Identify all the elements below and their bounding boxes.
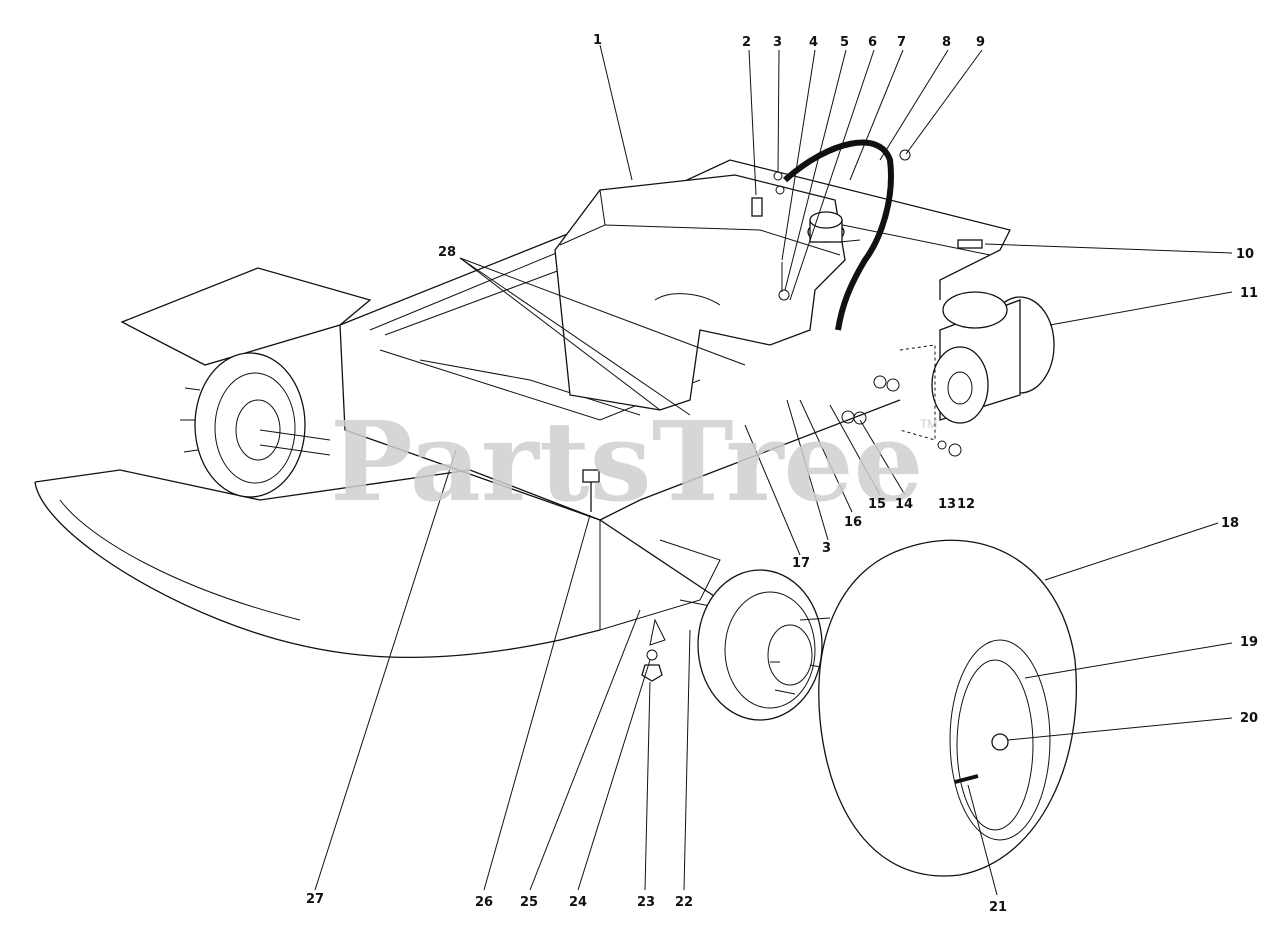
callout-18: 18 (1221, 516, 1239, 531)
leader-lines (314, 44, 1233, 896)
callout-14: 14 (895, 497, 913, 512)
callout-21: 21 (989, 900, 1007, 915)
callout-27: 27 (306, 892, 324, 907)
callout-28: 28 (438, 245, 456, 260)
watermark-text: PartsTree (330, 397, 924, 526)
callout-25: 25 (520, 895, 538, 910)
callout-26: 26 (475, 895, 493, 910)
watermark-trademark: TM (920, 417, 937, 431)
callout-6: 6 (868, 35, 877, 50)
callout-17: 17 (792, 556, 810, 571)
callout-11: 11 (1240, 286, 1258, 301)
callout-5: 5 (840, 35, 849, 50)
callout-8: 8 (942, 35, 951, 50)
callout-1: 1 (593, 33, 602, 48)
callout-20: 20 (1240, 711, 1258, 726)
callout-23: 23 (637, 895, 655, 910)
callout-9: 9 (976, 35, 985, 50)
callout-24: 24 (569, 895, 587, 910)
callout-16: 16 (844, 515, 862, 530)
callout-2: 2 (742, 35, 751, 50)
callout-19: 19 (1240, 635, 1258, 650)
callout-3: 3 (773, 35, 782, 50)
callout-12: 12 (957, 497, 975, 512)
callout-7: 7 (897, 35, 906, 50)
callout-13: 13 (938, 497, 956, 512)
callout-22: 22 (675, 895, 693, 910)
callout-10: 10 (1236, 247, 1254, 262)
callout-15: 15 (868, 497, 886, 512)
callout-labels: 1 2 3 4 5 6 7 8 9 10 11 28 13 12 15 14 1… (306, 33, 1258, 915)
callout-3b: 3 (822, 541, 831, 556)
callout-4: 4 (809, 35, 818, 50)
